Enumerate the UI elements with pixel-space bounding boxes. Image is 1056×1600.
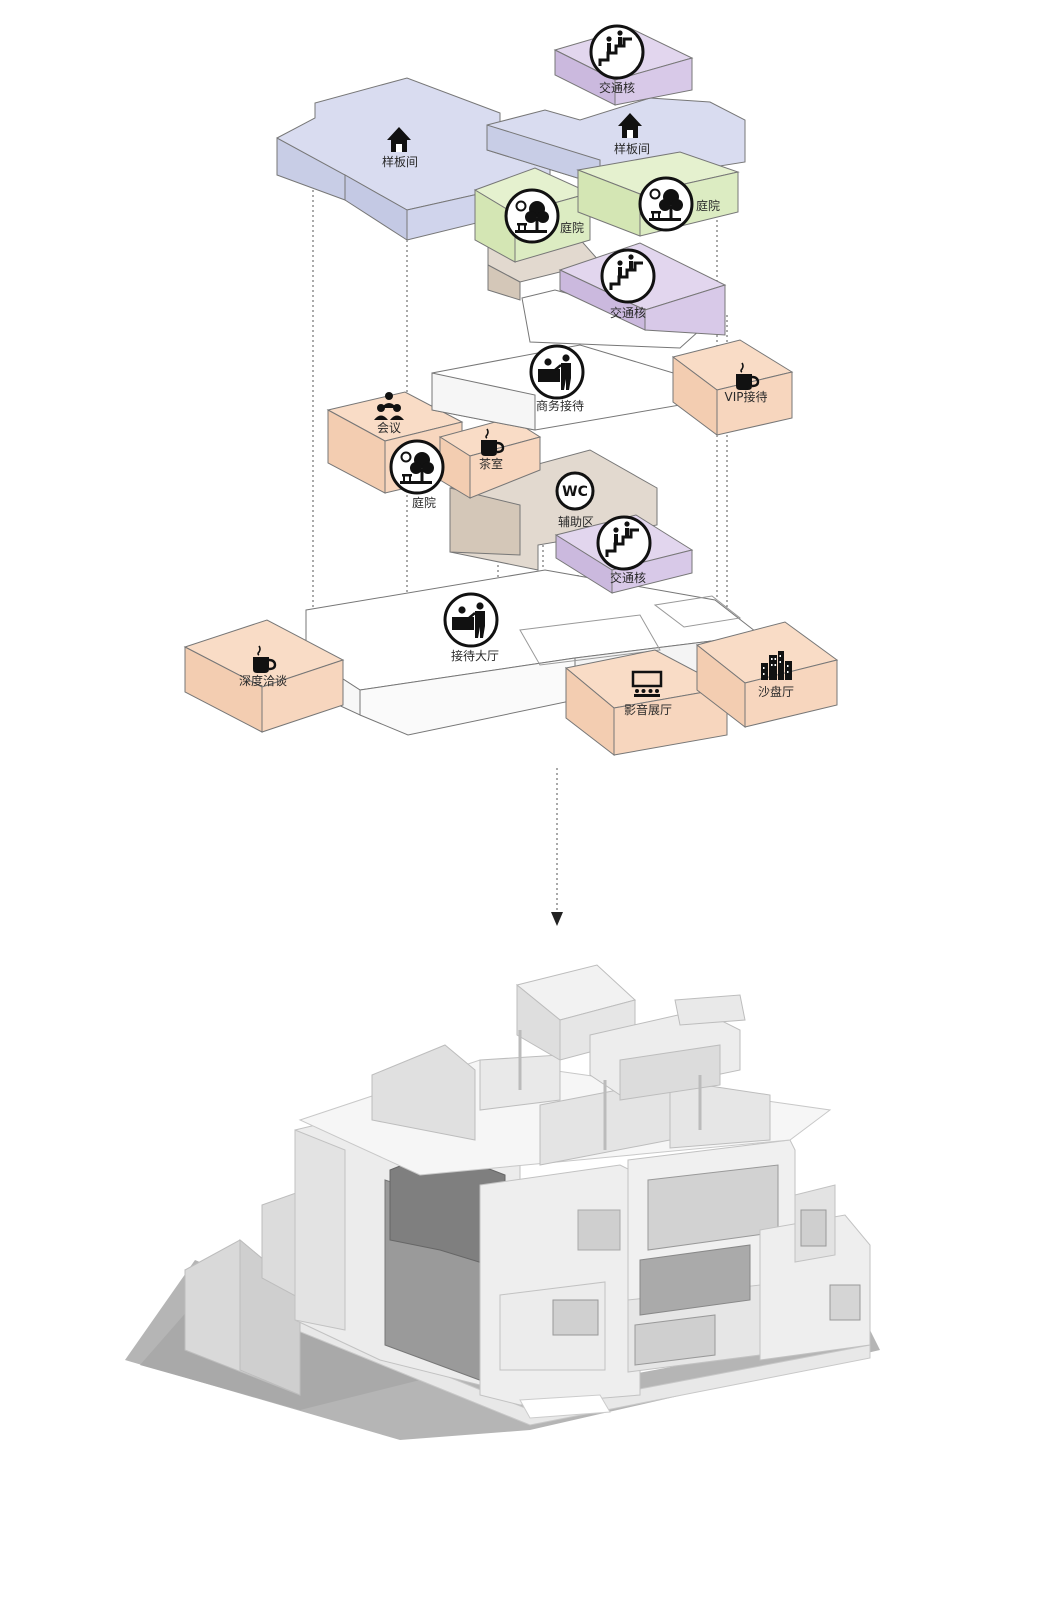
label-lobby: 接待大厅 <box>451 648 499 663</box>
deep-talk-block <box>183 619 345 733</box>
label-core-top: 交通核 <box>599 80 635 95</box>
reception-desk-icon <box>443 592 499 648</box>
courtyard-tree-icon <box>638 176 694 232</box>
label-av-hall: 影音展厅 <box>624 702 672 717</box>
building-rendering <box>125 964 880 1440</box>
label-business: 商务接待 <box>536 398 584 413</box>
wc-icon <box>555 471 595 511</box>
label-meeting: 会议 <box>377 421 401 435</box>
label-courtyard-b: 庭院 <box>696 198 720 213</box>
reception-desk-icon <box>529 344 585 400</box>
label-deep-talk: 深度洽谈 <box>239 673 287 688</box>
label-vip: VIP接待 <box>725 389 768 404</box>
label-wc: 辅助区 <box>558 515 594 529</box>
upper-white-block <box>521 289 702 349</box>
sand-table-block <box>695 621 839 729</box>
stairs-person-icon <box>589 24 645 80</box>
label-sample-right: 样板间 <box>614 141 650 156</box>
label-core-mid: 交通核 <box>610 305 646 320</box>
stairs-person-icon <box>596 515 652 571</box>
down-arrow <box>551 768 563 926</box>
label-core-low: 交通核 <box>610 570 646 585</box>
av-hall-block <box>564 649 729 757</box>
vip-block <box>671 339 794 436</box>
label-courtyard-c: 庭院 <box>412 495 436 510</box>
courtyard-tree-icon <box>389 439 445 495</box>
label-sample-left: 样板间 <box>382 154 418 169</box>
core-low-block <box>554 514 694 594</box>
label-sand-table: 沙盘厅 <box>758 684 794 699</box>
label-courtyard-a: 庭院 <box>560 220 584 235</box>
courtyard-tree-icon <box>504 188 560 244</box>
label-tea: 茶室 <box>479 456 503 471</box>
stairs-person-icon <box>600 248 656 304</box>
